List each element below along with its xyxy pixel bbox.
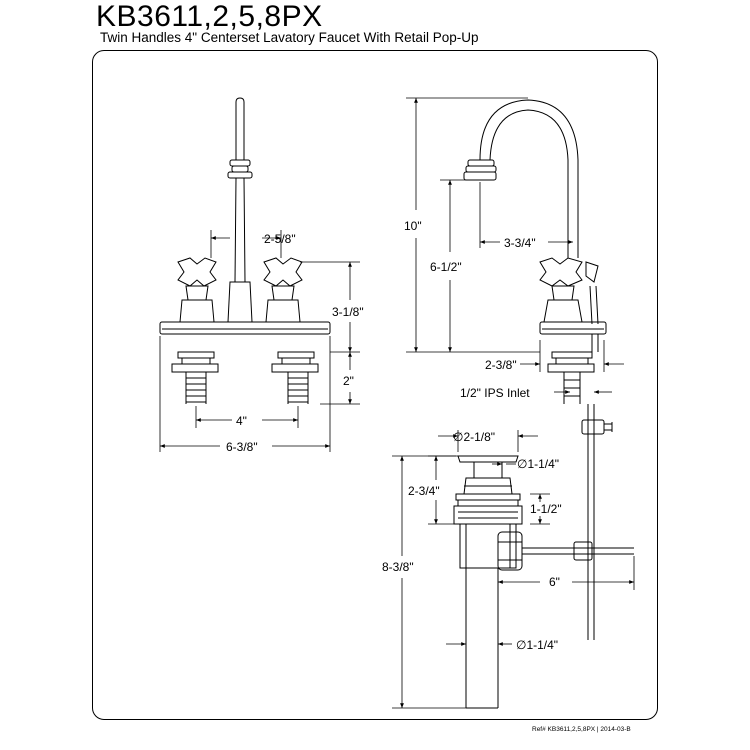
- dim-spout-height: 6-1/2": [430, 260, 462, 274]
- dim-shank-length: 2": [343, 374, 354, 388]
- dim-flange-height: 2-3/4": [408, 484, 440, 498]
- dim-inlet: 1/2" IPS Inlet: [460, 386, 530, 400]
- dim-handle-spacing: 2-5/8": [264, 232, 296, 246]
- drain-dimensions: [392, 430, 635, 709]
- dim-overall-width: 6-3/8": [226, 440, 258, 454]
- product-description: Twin Handles 4" Centerset Lavatory Fauce…: [100, 30, 479, 45]
- dim-flange-diameter: ∅2-1/8": [453, 430, 495, 444]
- drain-assembly: [453, 455, 634, 709]
- dim-center-spacing: 4": [236, 414, 247, 428]
- model-title: KB3611,2,5,8PX: [96, 0, 323, 33]
- dim-overall-length: 8-3/8": [382, 560, 414, 574]
- front-view-faucet: [159, 97, 331, 404]
- side-view-dimensions: [406, 97, 624, 394]
- dim-overall-height: 10": [404, 219, 422, 233]
- dim-stopper-diameter: ∅1-1/4": [517, 457, 559, 471]
- side-view-faucet: [463, 99, 613, 640]
- dim-body-height: 1-1/2": [530, 502, 562, 516]
- reference-number: Ref# KB3611,2,5,8PX | 2014-03-B: [532, 726, 631, 733]
- dim-spout-reach: 3-3/4": [504, 236, 536, 250]
- front-view-dimensions: [159, 230, 360, 452]
- dim-deck-offset: 2-3/8": [485, 358, 517, 372]
- dim-rod-length: 6": [549, 575, 560, 589]
- dim-deck-height: 3-1/8": [332, 305, 364, 319]
- drawing-frame: [92, 50, 658, 720]
- dim-tailpiece-diameter: ∅1-1/4": [516, 638, 558, 652]
